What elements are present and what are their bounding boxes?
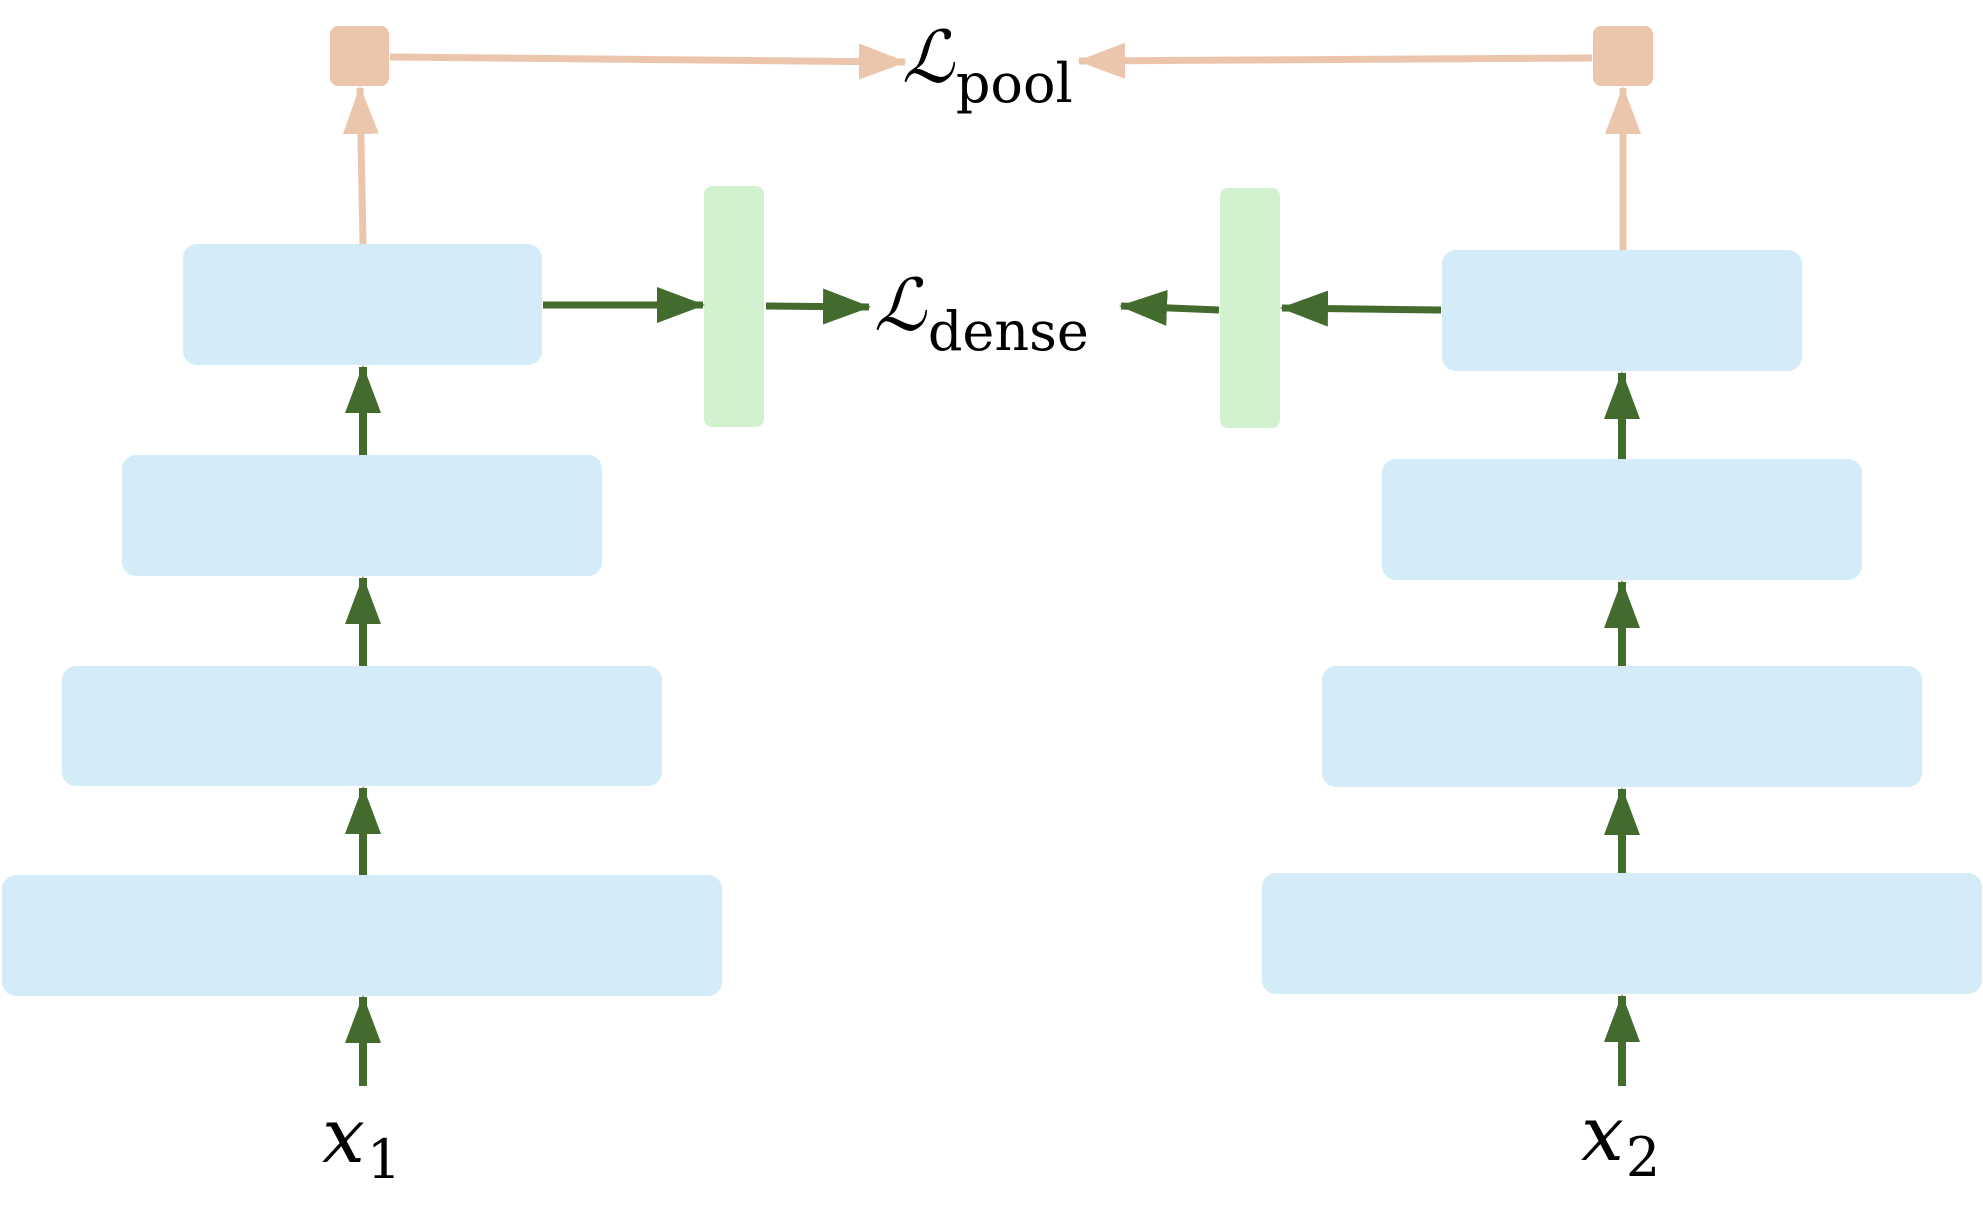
- input-x2-label: x2: [1581, 1089, 1660, 1189]
- input-x2-symbol: x: [1581, 1089, 1624, 1178]
- left-pool-node: [330, 26, 389, 86]
- right-projector-to-dense-arrow: [1119, 289, 1220, 326]
- loss-dense-label: ℒdense: [874, 263, 1089, 363]
- input-x2-subscript: 2: [1626, 1126, 1660, 1189]
- right-pool-to-loss-arrow: [1077, 42, 1593, 79]
- loss-dense-symbol: ℒ: [874, 263, 928, 347]
- right-layer-2: [1322, 666, 1922, 787]
- left-layer-1: [2, 875, 722, 996]
- left-pool-up-arrow: [342, 86, 379, 245]
- input-x1-label: x1: [322, 1091, 401, 1191]
- right-layer-3: [1382, 459, 1862, 580]
- right-layer-4: [1442, 250, 1802, 371]
- loss-pool-subscript: pool: [956, 52, 1073, 115]
- input-x1-subscript: 1: [367, 1128, 401, 1191]
- right-encoder: [1262, 250, 1982, 994]
- left-layer-4: [183, 244, 542, 365]
- loss-pool-label: ℒpool: [902, 15, 1073, 115]
- loss-pool-symbol: ℒ: [902, 15, 956, 99]
- right-dense-projector: [1220, 188, 1280, 428]
- left-layer-2: [62, 666, 662, 786]
- left-layer-3: [122, 455, 602, 576]
- left-projector-to-dense-arrow: [765, 288, 871, 325]
- left-encoder: [2, 244, 722, 996]
- loss-dense-subscript: dense: [928, 300, 1089, 363]
- left-pool-to-loss-arrow: [389, 43, 907, 80]
- input-x1-symbol: x: [322, 1091, 365, 1180]
- right-to-projector-arrow: [1280, 290, 1442, 327]
- right-pool-node: [1593, 26, 1653, 86]
- right-layer-1: [1262, 873, 1982, 994]
- left-dense-projector: [704, 186, 764, 427]
